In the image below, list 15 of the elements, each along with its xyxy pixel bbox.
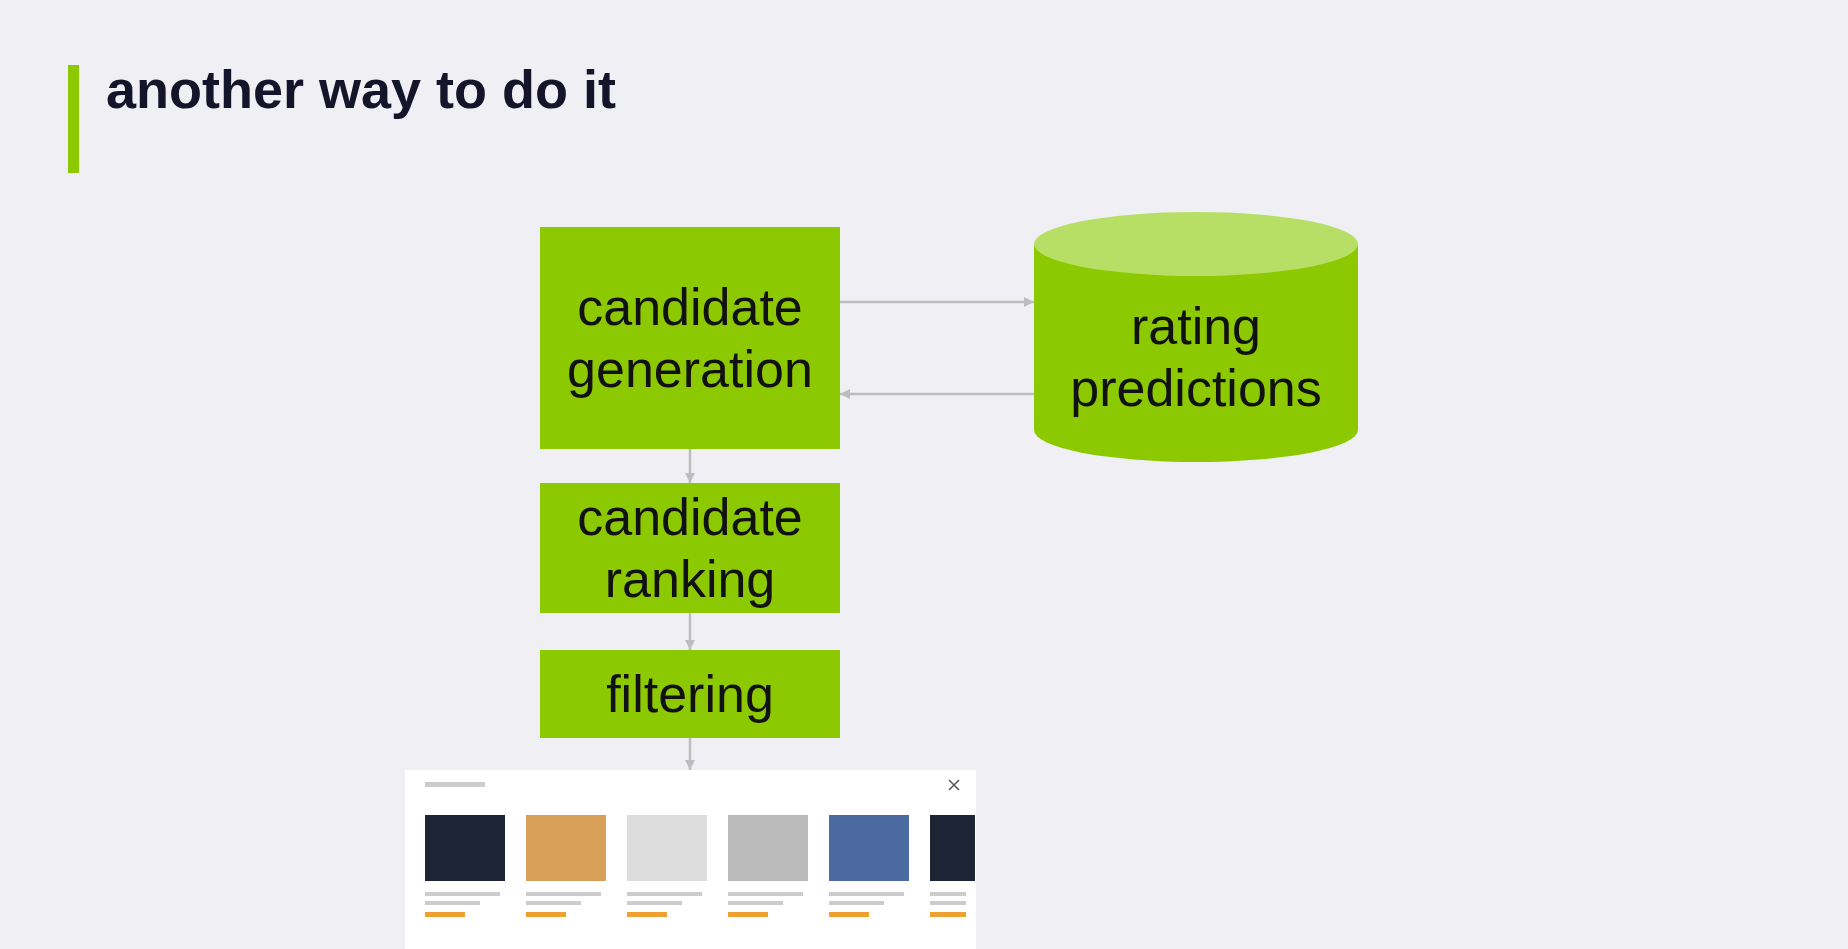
arrow [685, 738, 695, 770]
product-carousel-screenshot [405, 770, 976, 949]
arrow [840, 297, 1034, 307]
arrow [840, 389, 1034, 399]
process-box [540, 483, 840, 613]
node-label: candidate ranking [576, 486, 804, 610]
process-box [540, 227, 840, 449]
node-label: rating predictions [1069, 295, 1323, 419]
database-cylinder [1034, 212, 1358, 462]
arrow [685, 613, 695, 650]
node-label: filtering [606, 663, 774, 725]
slide-title: another way to do it [106, 58, 617, 120]
arrow [685, 449, 695, 483]
node-label: candidate generation [566, 276, 814, 400]
process-box [540, 650, 840, 738]
